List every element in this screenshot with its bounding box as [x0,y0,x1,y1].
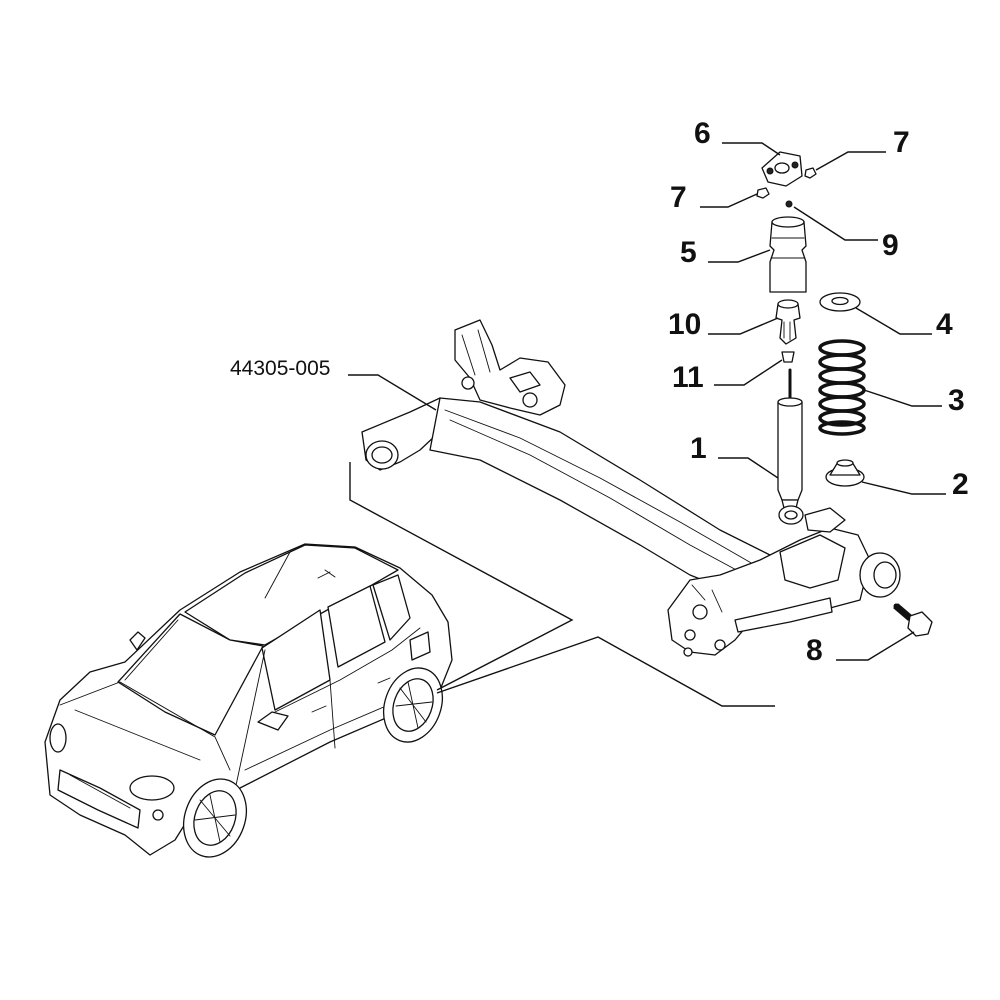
callout-6: 6 [694,117,711,150]
coil-spring-icon [818,339,866,436]
bump-stop-icon [775,299,801,345]
nut-icon [756,187,770,199]
callout-3-leader [863,389,942,407]
callout-11: 11 [672,361,704,394]
callout-7-left-leader [700,193,758,208]
top-mount-icon [761,151,803,187]
callout-6-leader [722,142,781,156]
callout-9: 9 [882,229,899,262]
callout-4-leader [855,307,932,335]
callout-8: 8 [806,634,823,667]
callout-4: 4 [936,308,953,341]
callout-5: 5 [680,236,697,269]
callout-3: 3 [948,384,965,417]
callout-1-leader [718,457,779,479]
upper-spring-seat-icon [819,292,861,312]
washer-icon [785,200,793,208]
callout-1: 1 [690,432,707,465]
callout-7-right-leader [815,151,886,171]
callout-9-leader [793,206,878,241]
shock-absorber-icon [777,368,804,525]
callout-2: 2 [952,468,969,501]
reference-code-label: 44305-005 [230,357,330,380]
callout-10-leader [708,317,779,335]
rear-axle-beam-icon [361,319,901,657]
car-to-axle-leader [349,462,574,691]
cap-icon [781,351,795,363]
callout-7-right: 7 [893,126,910,159]
nut-icon [804,167,817,179]
dust-boot-icon [769,216,807,293]
callout-10: 10 [668,308,701,341]
reference-code-leader [348,374,437,411]
car-to-axle-leader-2 [436,636,775,707]
callout-8-leader [836,631,915,661]
bolt-icon [893,603,933,637]
callout-5-leader [708,249,771,263]
callout-11-leader [714,359,783,386]
callout-7-left: 7 [670,181,687,214]
callout-2-leader [861,481,946,495]
lower-spring-seat-icon [825,459,865,487]
car-icon [44,543,453,858]
